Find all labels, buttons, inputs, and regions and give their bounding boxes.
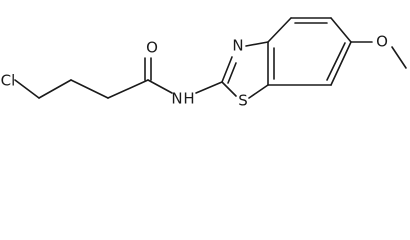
atom-carbonyl-oxygen-label: O xyxy=(146,39,158,57)
bond-c5-c6 xyxy=(330,17,352,43)
bond-o-ch3 xyxy=(391,46,407,69)
bond-c3a-c4 xyxy=(267,17,292,43)
bond-c1-n xyxy=(147,79,173,94)
bond-c6-c7-inner xyxy=(326,42,346,81)
atom-amide-nitrogen-label: N xyxy=(171,90,182,108)
thiazole-ring xyxy=(221,41,269,99)
methoxy-group xyxy=(350,41,407,69)
atom-methoxy-oxygen-label: O xyxy=(376,33,388,51)
bond-n3-c3a xyxy=(245,41,269,47)
atom-thiazole-sulfur-label: S xyxy=(238,92,248,110)
bond-c2-s1 xyxy=(221,81,237,97)
bond-c2-c1 xyxy=(107,79,149,99)
bond-n-c2-thiazole xyxy=(195,81,223,94)
bond-c6-c7 xyxy=(330,41,352,86)
atom-chlorine-label: Cl xyxy=(1,72,16,90)
atom-amide-hydrogen-label: H xyxy=(183,90,194,108)
butanoyl-chain xyxy=(14,57,173,99)
bond-c2-n3 xyxy=(221,56,233,83)
bond-c2-n3-inner xyxy=(227,62,237,84)
benzene-ring xyxy=(267,17,352,86)
structure-diagram: Cl O N H N S O xyxy=(1,17,407,110)
bond-cl-c4 xyxy=(14,79,40,99)
bond-c4-c3 xyxy=(38,79,72,99)
bond-c3-c2 xyxy=(70,79,109,99)
atom-thiazole-nitrogen-label: N xyxy=(232,37,243,55)
bond-s1-c7a xyxy=(248,84,269,99)
